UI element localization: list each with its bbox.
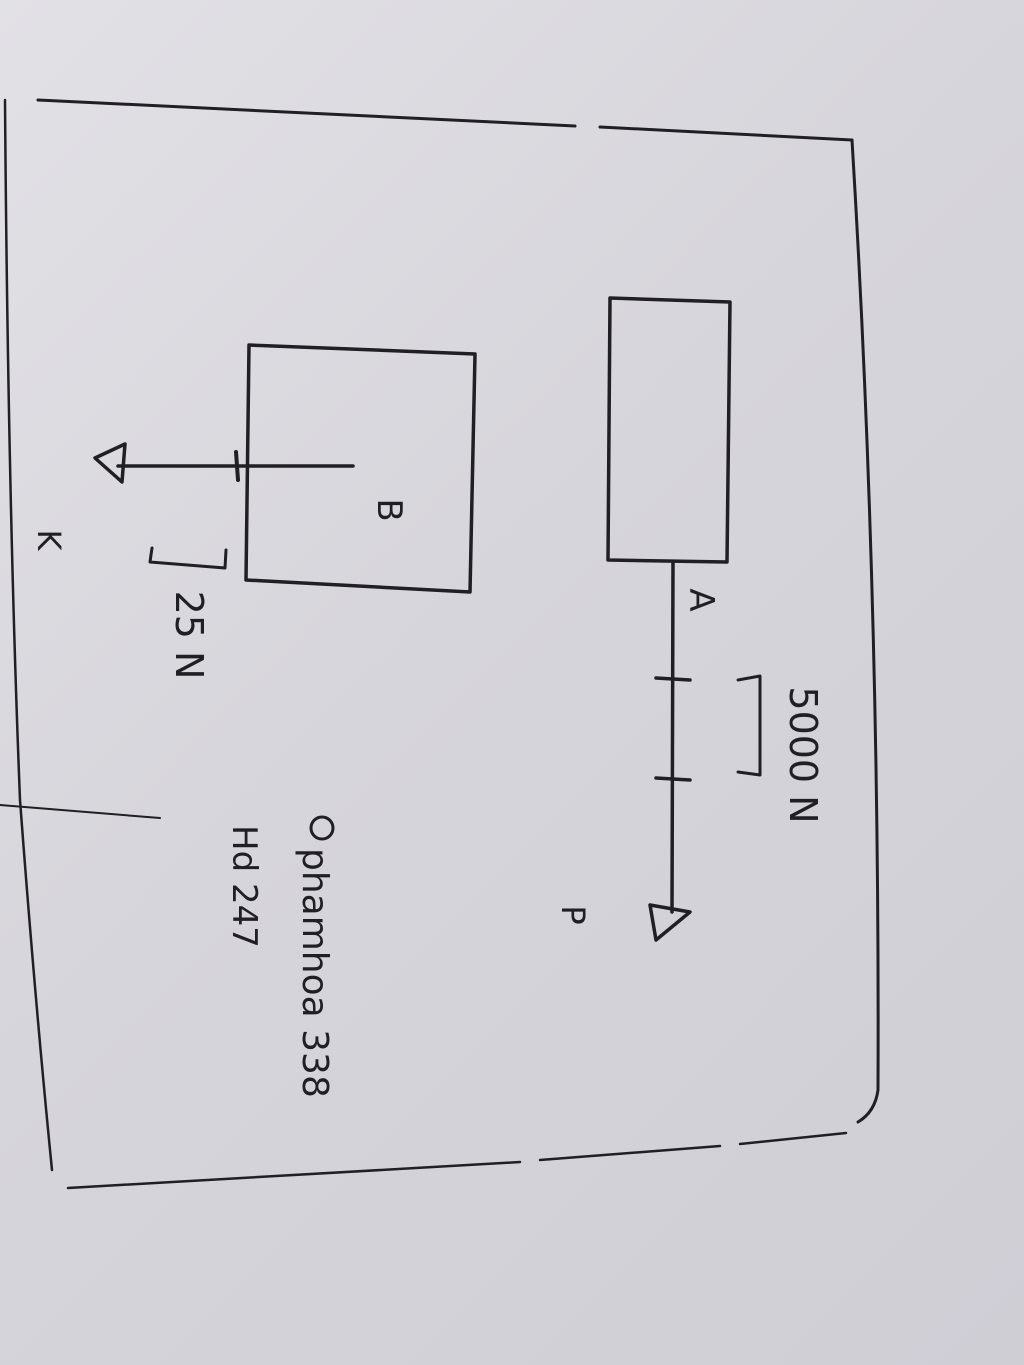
force-K-arrowhead: [93, 442, 127, 484]
force-P-tick-2: [654, 776, 692, 782]
scale-A-value: 5000 N: [781, 686, 825, 823]
scale-B-value: 25 N: [167, 591, 211, 680]
label-K: K: [30, 530, 68, 552]
force-K-tick: [234, 450, 240, 482]
page-border-bottom: [66, 1131, 848, 1190]
force-P-arrowhead: [648, 903, 692, 942]
label-P: P: [554, 905, 592, 924]
object-B-box: [244, 343, 477, 594]
object-A-box: [606, 296, 732, 564]
page-border-left: [3, 98, 54, 1172]
page-border-top: [36, 98, 854, 142]
scale-A-bracket: [736, 674, 762, 777]
force-P-vector: [670, 560, 675, 914]
watermark-line1: phamhoa 338: [294, 848, 335, 1098]
label-A: A: [681, 588, 721, 611]
scale-B-bracket: [148, 546, 228, 570]
page-border-right: [850, 138, 880, 1124]
watermark-line2: Hd 247: [224, 825, 264, 948]
watermark-mark: [309, 815, 335, 841]
margin-stroke: [0, 804, 161, 819]
force-P-tick-1: [654, 676, 692, 682]
label-B: B: [369, 498, 409, 521]
